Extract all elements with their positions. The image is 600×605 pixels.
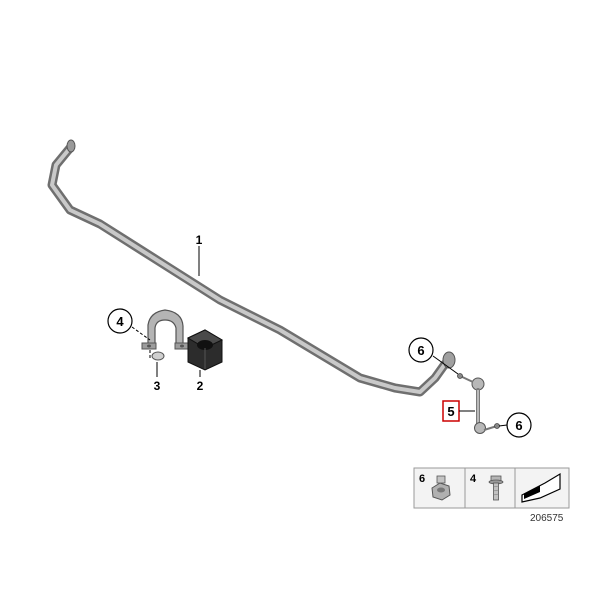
callout-6-top-label: 6 (417, 343, 424, 358)
legend-item-4-label: 4 (470, 473, 477, 485)
rubber-bushing[interactable] (186, 329, 224, 371)
legend-item-bolt[interactable]: 4 (470, 473, 504, 501)
callout-3[interactable]: 3 (154, 362, 161, 393)
hardware-legend: 6 4 (413, 467, 570, 509)
callout-6-bottom-label: 6 (515, 418, 522, 433)
callout-2[interactable]: 2 (197, 370, 204, 393)
callout-6-top[interactable]: 6 (408, 337, 459, 375)
bracket-part[interactable] (141, 309, 190, 361)
diagram-number: 206575 (530, 513, 564, 524)
legend-item-6-label: 6 (419, 473, 425, 485)
callout-1[interactable]: 1 (196, 233, 203, 276)
callout-5-label: 5 (447, 404, 454, 419)
callout-4[interactable]: 4 (107, 308, 151, 341)
direction-arrow-icon (521, 472, 561, 503)
callout-6-bottom[interactable]: 6 (498, 412, 532, 438)
callout-2-label: 2 (197, 379, 204, 393)
callout-1-label: 1 (196, 233, 203, 247)
stabilizer-link[interactable] (457, 373, 500, 434)
bolt-icon (488, 475, 504, 501)
legend-item-nut[interactable]: 6 (419, 473, 451, 501)
callout-3-label: 3 (154, 379, 161, 393)
stabilizer-bar[interactable] (47, 139, 456, 397)
callout-5[interactable]: 5 (442, 400, 475, 422)
callout-4-label: 4 (116, 314, 124, 329)
